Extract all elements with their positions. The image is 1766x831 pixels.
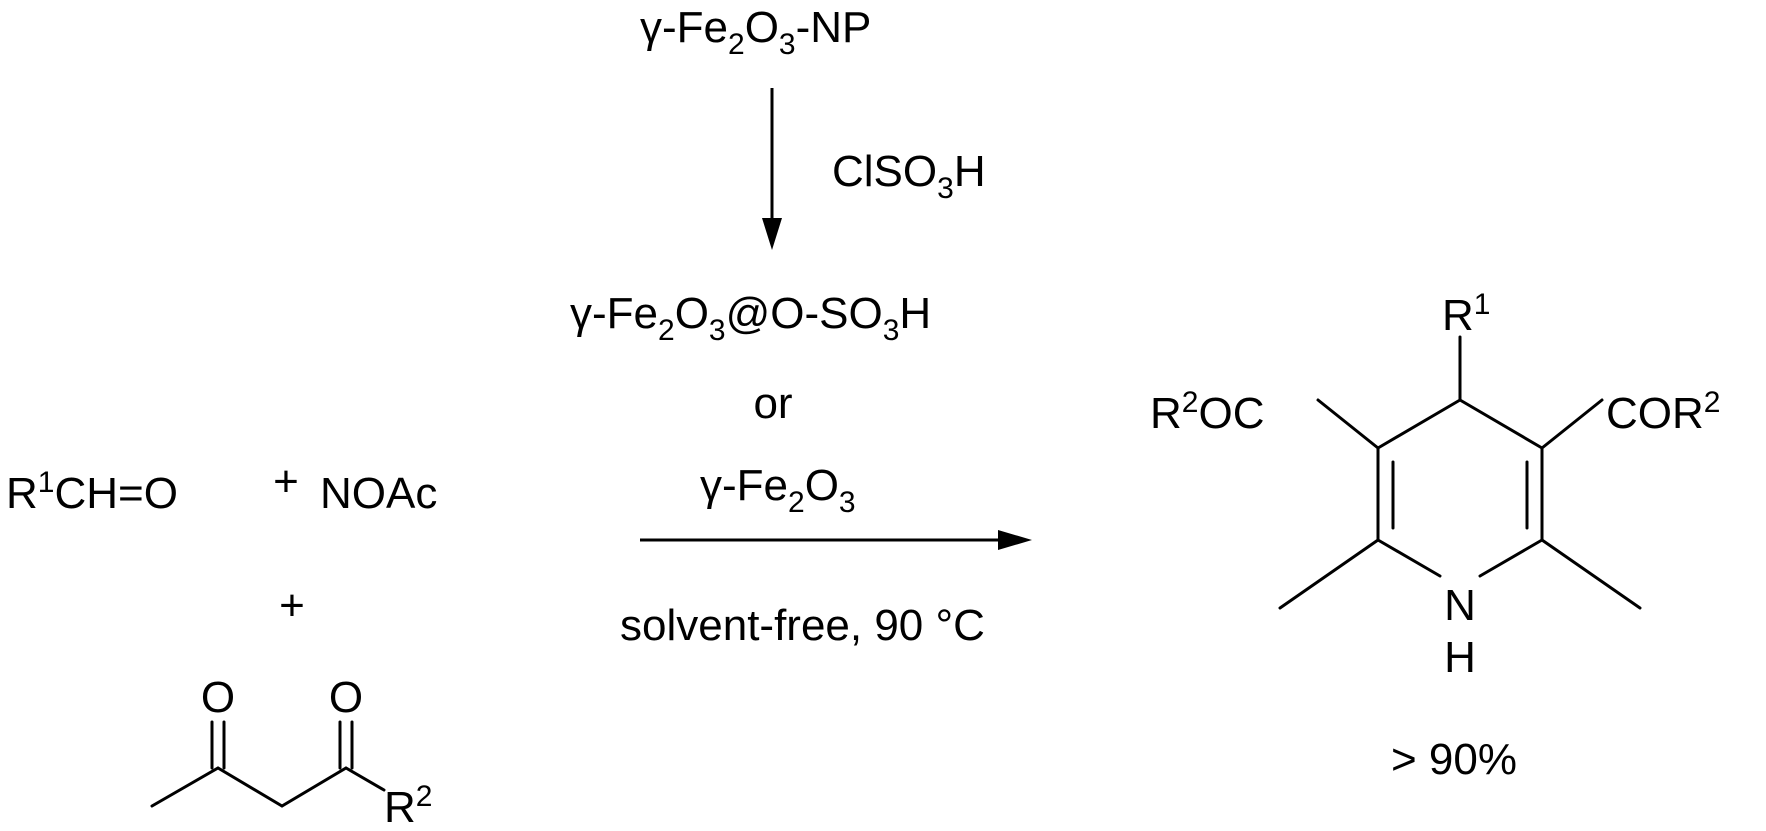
down-arrow-head <box>762 218 782 250</box>
start-suffix: -NP <box>796 3 872 52</box>
catalyst2-prefix: γ-Fe <box>700 461 788 510</box>
start-sub1: 2 <box>728 28 745 61</box>
aldehyde-rest: CH=O <box>54 469 177 518</box>
catalyst1-sub3: 3 <box>883 314 900 347</box>
plus-sign-2: + <box>279 581 305 630</box>
product-r1-label: R1 <box>1442 288 1490 340</box>
catalyst1-sub2: 3 <box>709 314 726 347</box>
reaction-arrow-head <box>998 530 1032 550</box>
ring-bond-c4-c3 <box>1376 398 1462 450</box>
conditions-label: solvent-free, 90 °C <box>620 601 985 650</box>
diketone-r2-label: R2 <box>384 780 432 831</box>
right-prefix: COR <box>1606 389 1704 438</box>
catalyst1-mid: O <box>675 289 709 338</box>
right-sup: 2 <box>1704 386 1721 419</box>
diketone-oxygen-1: O <box>201 673 235 722</box>
product-nitrogen: N <box>1444 581 1476 630</box>
diketone-backbone <box>150 766 386 808</box>
left-sup: 2 <box>1182 386 1199 419</box>
product-right-ester-label: COR2 <box>1606 386 1720 438</box>
catalyst2-mid: O <box>805 461 839 510</box>
methyl-right <box>1540 538 1642 610</box>
product-left-ester-label: R2OC <box>1150 386 1264 438</box>
plus-sign-1: + <box>273 457 299 506</box>
catalyst2-sub1: 2 <box>788 486 805 519</box>
start-mid: O <box>745 3 779 52</box>
ammonium-acetate-label: NOAc <box>320 469 437 518</box>
sulfonation-reagent-label: ClSO3H <box>832 147 986 205</box>
catalyst1-prefix: γ-Fe <box>570 289 658 338</box>
or-label: or <box>753 379 792 428</box>
diketone-r: R <box>384 783 416 831</box>
catalyst-sulfonated-label: γ-Fe2O3@O-SO3H <box>570 289 931 347</box>
aldehyde-label: R1CH=O <box>6 466 178 518</box>
reagent-sub: 3 <box>937 172 954 205</box>
reaction-conditions: γ-Fe2O3@O-SO3H or γ-Fe2O3 solvent-free, … <box>570 289 1032 650</box>
starting-nanoparticle-label: γ-Fe2O3-NP <box>640 3 871 61</box>
product-nh-hydrogen: H <box>1444 633 1476 682</box>
left-rest: OC <box>1198 389 1264 438</box>
ester-bond-left <box>1316 398 1380 450</box>
start-prefix: γ-Fe <box>640 3 728 52</box>
reactants: R1CH=O + NOAc + O O R2 <box>6 457 437 831</box>
product-r1: R <box>1442 291 1474 340</box>
dihydropyridine-ring <box>1278 335 1642 610</box>
diketone-oxygen-2: O <box>329 673 363 722</box>
left-r: R <box>1150 389 1182 438</box>
reagent-prefix: ClSO <box>832 147 937 196</box>
catalyst-bare-label: γ-Fe2O3 <box>700 461 856 519</box>
catalyst1-mid2: @O-SO <box>726 289 883 338</box>
catalyst-preparation: γ-Fe2O3-NP ClSO3H <box>640 3 986 250</box>
aldehyde-r: R <box>6 469 38 518</box>
diketone-sup: 2 <box>416 780 433 813</box>
product-yield: > 90% <box>1391 735 1517 784</box>
start-sub2: 3 <box>779 28 796 61</box>
catalyst2-sub2: 3 <box>839 486 856 519</box>
methyl-left <box>1278 538 1380 610</box>
ester-bond-right <box>1540 398 1604 450</box>
product: R1 R2OC COR2 N H > 90% <box>1150 288 1720 784</box>
aldehyde-sup: 1 <box>38 466 55 499</box>
ring-bond-c2-n <box>1376 538 1442 578</box>
product-r1-sup: 1 <box>1474 288 1491 321</box>
diketone-structure: O O R2 <box>150 673 432 831</box>
ring-bond-c6-n <box>1478 538 1544 578</box>
catalyst1-sub1: 2 <box>658 314 675 347</box>
ring-bond-c4-c5 <box>1458 398 1544 450</box>
reagent-suffix: H <box>954 147 986 196</box>
catalyst1-suffix: H <box>899 289 931 338</box>
